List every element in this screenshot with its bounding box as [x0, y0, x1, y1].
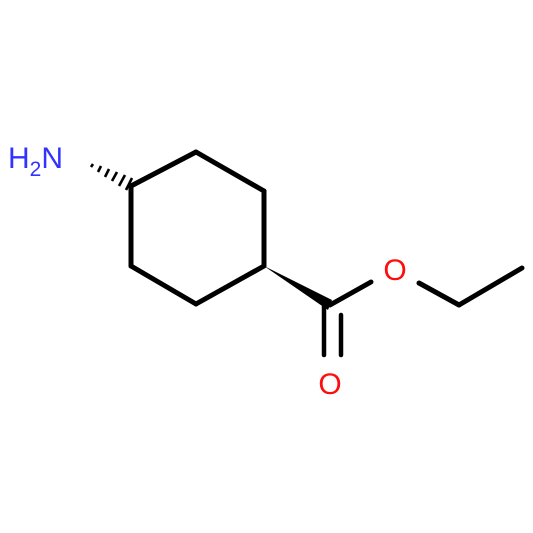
ester-oxygen-label: O	[383, 254, 406, 287]
ring-bond-5	[128, 263, 199, 307]
o-ch2-bond	[416, 280, 462, 308]
carbonyl-oxygen-label: O	[318, 368, 341, 401]
ring-bond-2	[193, 149, 267, 194]
ch2-ch3-bond	[456, 265, 525, 308]
amine-h-count: 2	[30, 158, 42, 181]
ring-bond-1	[128, 149, 199, 189]
cyclohexane-ring	[128, 149, 267, 307]
ester-c-o-bond	[327, 279, 374, 308]
amine-n: N	[41, 142, 63, 175]
hashed-wedge-bond	[89, 163, 134, 191]
amine-label: H2N	[8, 142, 63, 181]
amine-h: H	[8, 142, 30, 175]
carbonyl-double-bond	[321, 302, 344, 358]
solid-wedge-bond	[264, 266, 332, 310]
ring-bond-4	[193, 263, 267, 307]
